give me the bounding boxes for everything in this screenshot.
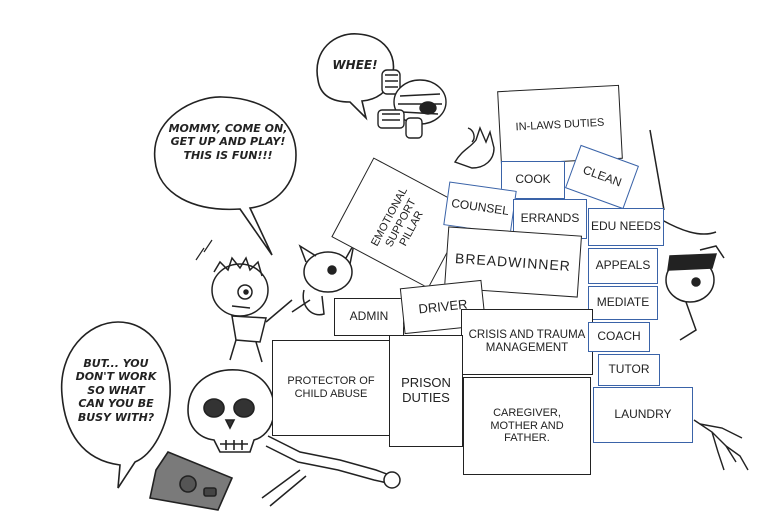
box-appeals: APPEALS <box>588 248 658 284</box>
mommy-text: MOMMY, COME ON, GET UP AND PLAY! THIS IS… <box>168 122 288 162</box>
box-laundry: LAUNDRY <box>593 387 693 443</box>
box-protector-of-child-abuse: PROTECTOR OF CHILD ABUSE <box>272 340 390 436</box>
box-edu-needs: EDU NEEDS <box>588 208 664 246</box>
box-caregiver-mother-and-father: CAREGIVER, MOTHER AND FATHER. <box>463 377 591 475</box>
waving-hand-figure <box>453 126 495 169</box>
box-tutor: TUTOR <box>598 354 660 386</box>
phone <box>149 451 234 511</box>
skeleton-arm <box>261 435 401 507</box>
but-text: BUT... YOU DON'T WORK SO WHAT CAN YOU BE… <box>75 357 157 424</box>
pirate-figure <box>649 129 725 341</box>
box-admin: ADMIN <box>334 298 404 336</box>
box-coach: COACH <box>588 322 650 352</box>
but-speech-bubble <box>60 321 171 489</box>
zombie-child-figure <box>211 256 293 363</box>
box-crisis-trauma-management: CRISIS AND TRAUMA MANAGEMENT <box>461 309 593 375</box>
motion-lines <box>195 239 213 261</box>
cat-figure <box>291 243 355 316</box>
box-errands: ERRANDS <box>513 199 587 239</box>
whee-text: WHEE! <box>332 58 378 72</box>
box-prison-duties: PRISON DUTIES <box>389 335 463 447</box>
skeleton-hand <box>693 419 749 471</box>
mummy-figure <box>377 69 447 139</box>
skull <box>187 369 275 453</box>
box-mediate: MEDIATE <box>588 286 658 320</box>
mommy-speech-bubble <box>154 96 297 256</box>
